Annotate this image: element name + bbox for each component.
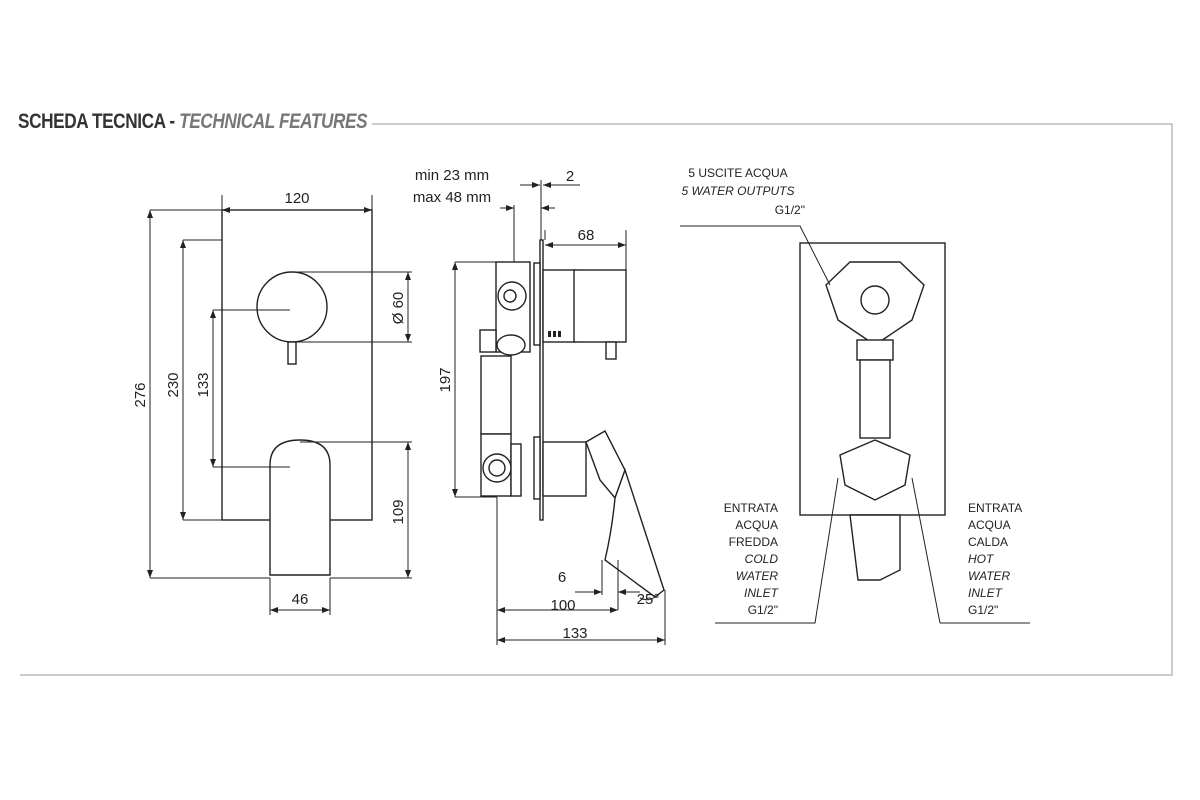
- outputs-label-it: 5 USCITE ACQUA: [688, 166, 787, 180]
- dim-depth-min: min 23 mm: [415, 167, 489, 184]
- hot-line: INLET: [968, 586, 1004, 600]
- dim-total-depth: 133: [562, 625, 587, 642]
- mixer-lever: [269, 439, 331, 576]
- knob-stem: [287, 341, 297, 365]
- hot-line: WATER: [968, 569, 1011, 583]
- cold-line: INLET: [744, 586, 780, 600]
- cartridge-pipe: [859, 359, 891, 439]
- cold-line: ACQUA: [735, 518, 778, 532]
- dim-height-plate: 230: [165, 372, 182, 397]
- dim-depth-max: max 48 mm: [413, 189, 491, 206]
- title-sub: TECHNICAL FEATURES: [179, 110, 368, 133]
- hot-line: CALDA: [968, 535, 1008, 549]
- mixer-body: [839, 439, 911, 501]
- cold-line: COLD: [745, 552, 779, 566]
- dim-axis-distance: 133: [195, 372, 212, 397]
- dim-lever-depth: 100: [550, 597, 575, 614]
- dim-knob-diameter: Ø 60: [390, 292, 407, 325]
- dim-body-height: 197: [437, 367, 454, 392]
- cold-line: ENTRATA: [724, 501, 778, 515]
- frame: [20, 123, 1173, 676]
- hot-line: ACQUA: [968, 518, 1011, 532]
- front-view: 120 276 230 133 Ø 60 109 46: [132, 190, 412, 615]
- cartridge-body: [480, 355, 512, 435]
- hot-inlet-label: ENTRATA ACQUA CALDA HOT WATER INLET G1/2…: [968, 501, 1022, 617]
- cold-line: G1/2": [748, 603, 778, 617]
- knob-side: [573, 269, 627, 343]
- cold-line: FREDDA: [729, 535, 778, 549]
- diverter-knob: [256, 271, 328, 343]
- lever-side: [604, 467, 665, 598]
- page-title: SCHEDA TECNICA - TECHNICAL FEATURES: [18, 110, 368, 134]
- dim-lever-offset: 6: [558, 569, 566, 586]
- hot-line: HOT: [968, 552, 995, 566]
- dim-lever-width: 46: [292, 591, 309, 608]
- dim-lever-height: 109: [390, 499, 407, 524]
- hot-line: G1/2": [968, 603, 998, 617]
- back-view: 5 USCITE ACQUA 5 WATER OUTPUTS G1/2" ENT…: [680, 166, 1030, 624]
- side-view: min 23 mm max 48 mm 2 68 197 6 100 133 2…: [413, 167, 666, 645]
- outputs-thread: G1/2": [775, 203, 805, 217]
- title-main: SCHEDA TECNICA -: [18, 110, 175, 133]
- cold-inlet-label: ENTRATA ACQUA FREDDA COLD WATER INLET G1…: [724, 501, 780, 617]
- dim-knob-depth: 68: [578, 227, 595, 244]
- hot-line: ENTRATA: [968, 501, 1022, 515]
- dim-height-total: 276: [132, 382, 149, 407]
- cold-line: WATER: [736, 569, 779, 583]
- dim-width: 120: [284, 190, 309, 207]
- outputs-label-en: 5 WATER OUTPUTS: [682, 184, 795, 198]
- dim-plate-thickness: 2: [566, 168, 574, 185]
- lever-back: [849, 514, 901, 581]
- dim-lever-angle: 25°: [637, 591, 660, 608]
